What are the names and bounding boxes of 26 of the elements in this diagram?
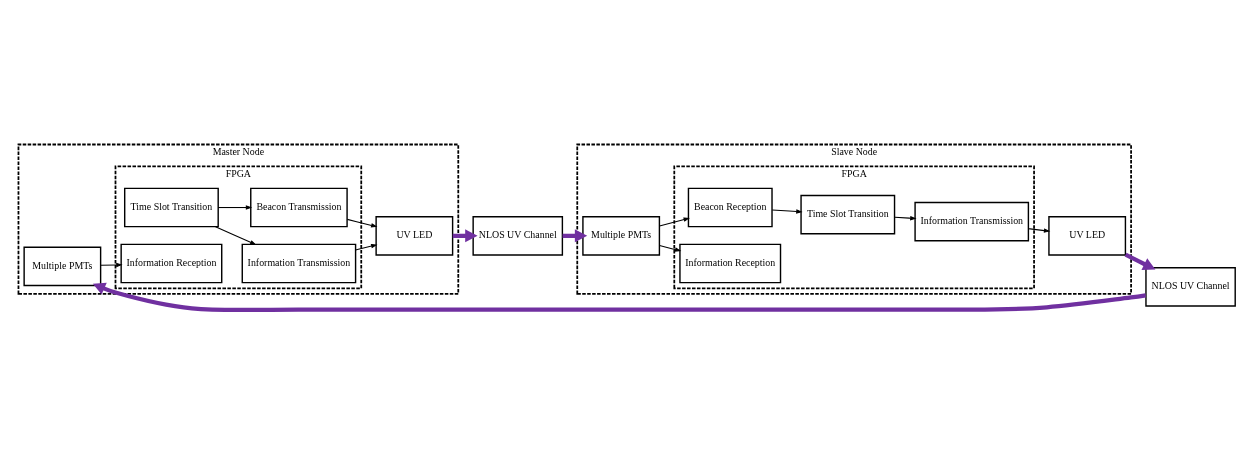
node-box: Information Reception xyxy=(120,243,223,284)
node-box: UV LED xyxy=(1048,216,1127,256)
arrow xyxy=(215,226,257,245)
arrow xyxy=(1027,228,1051,233)
arrow xyxy=(659,245,682,252)
node-box: NLOS UV Channel xyxy=(1145,267,1236,307)
arrow xyxy=(1124,252,1156,270)
arrow xyxy=(659,217,690,227)
node-box: Multiple PMTs xyxy=(582,216,661,256)
arrow xyxy=(92,282,1146,313)
node-box: Beacon Reception xyxy=(687,187,773,228)
node-box: Beacon Transmission xyxy=(250,187,348,228)
node-box: Information Transmission xyxy=(914,201,1030,242)
arrow xyxy=(217,205,253,210)
node-box: Time Slot Transition xyxy=(124,187,219,228)
arrow xyxy=(894,215,917,221)
node-box: NLOS UV Channel xyxy=(472,216,564,256)
node-box: UV LED xyxy=(375,216,454,256)
arrow xyxy=(346,218,378,228)
node-box: Multiple PMTs xyxy=(23,246,102,287)
arrow xyxy=(100,262,123,268)
node-box: Time Slot Transition xyxy=(800,194,896,235)
node-box: Information Transmission xyxy=(241,243,357,284)
arrow xyxy=(355,243,378,251)
node-box: Information Reception xyxy=(679,243,782,284)
arrow xyxy=(771,209,803,214)
